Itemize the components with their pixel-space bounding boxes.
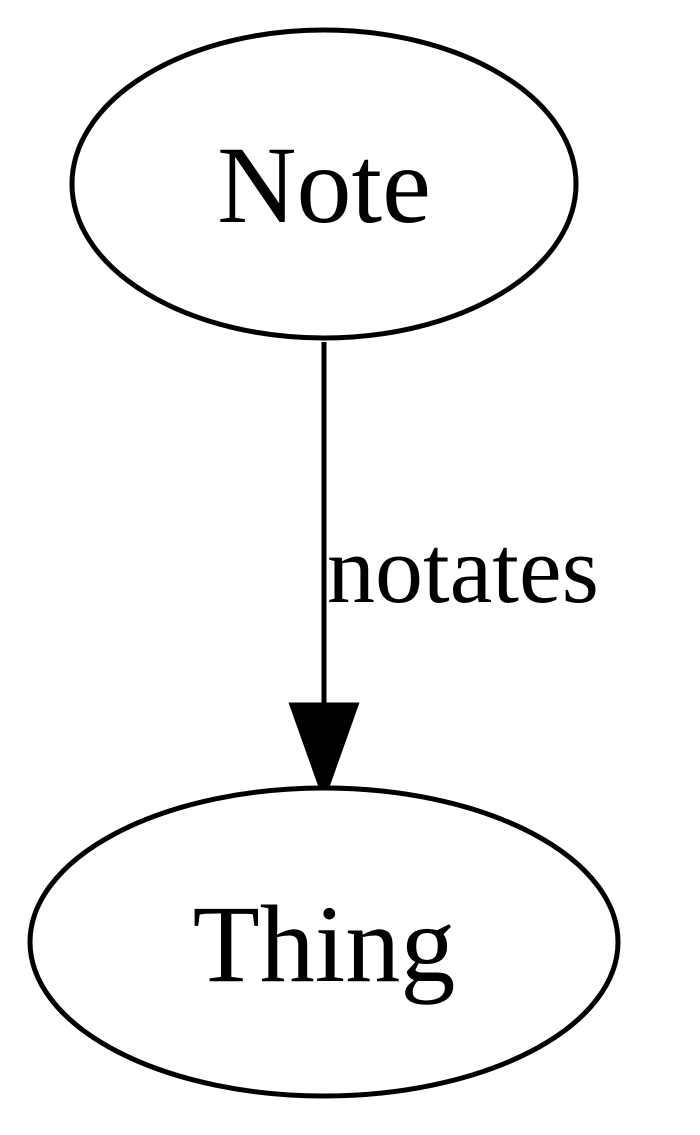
node-note-label: Note [217, 124, 431, 246]
node-thing-shape [27, 785, 621, 1099]
node-note-shape [69, 27, 579, 341]
edge-note-to-thing: notates [288, 342, 599, 803]
edge-label-notates: notates [327, 516, 599, 623]
node-thing-label: Thing [193, 883, 456, 1005]
node-thing[interactable]: Thing [27, 785, 621, 1099]
node-note[interactable]: Note [69, 27, 579, 341]
arrowhead-icon [288, 702, 360, 803]
